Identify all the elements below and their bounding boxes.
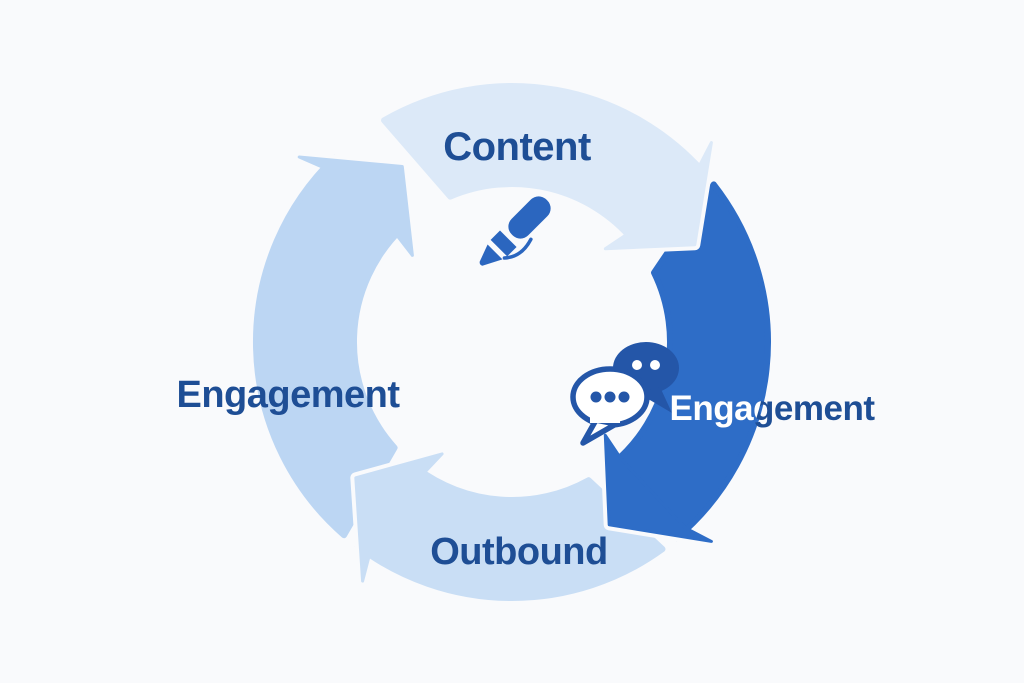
label-engagement-right: Engagement	[669, 389, 875, 428]
band-engagement-right	[610, 181, 771, 542]
label-engagement-right-on-band: Engagement	[669, 389, 875, 428]
pencil-icon	[479, 196, 551, 266]
cycle-bands	[253, 82, 771, 602]
chat-bubbles-icon	[570, 342, 679, 446]
arrowhead-content	[603, 141, 713, 251]
chat-bubble-front	[570, 366, 650, 446]
label-outbound: Outbound	[430, 531, 607, 573]
band-content	[381, 82, 712, 244]
band-engagement-left	[253, 154, 406, 539]
label-content: Content	[443, 125, 591, 169]
cycle-arrowheads	[293, 137, 717, 587]
label-engagement-left: Engagement	[176, 374, 400, 416]
band-outbound	[354, 465, 666, 602]
arrowhead-engagement-left	[297, 155, 414, 257]
arrowhead-outbound	[354, 452, 444, 583]
arrowhead-engagement-right	[603, 433, 713, 543]
